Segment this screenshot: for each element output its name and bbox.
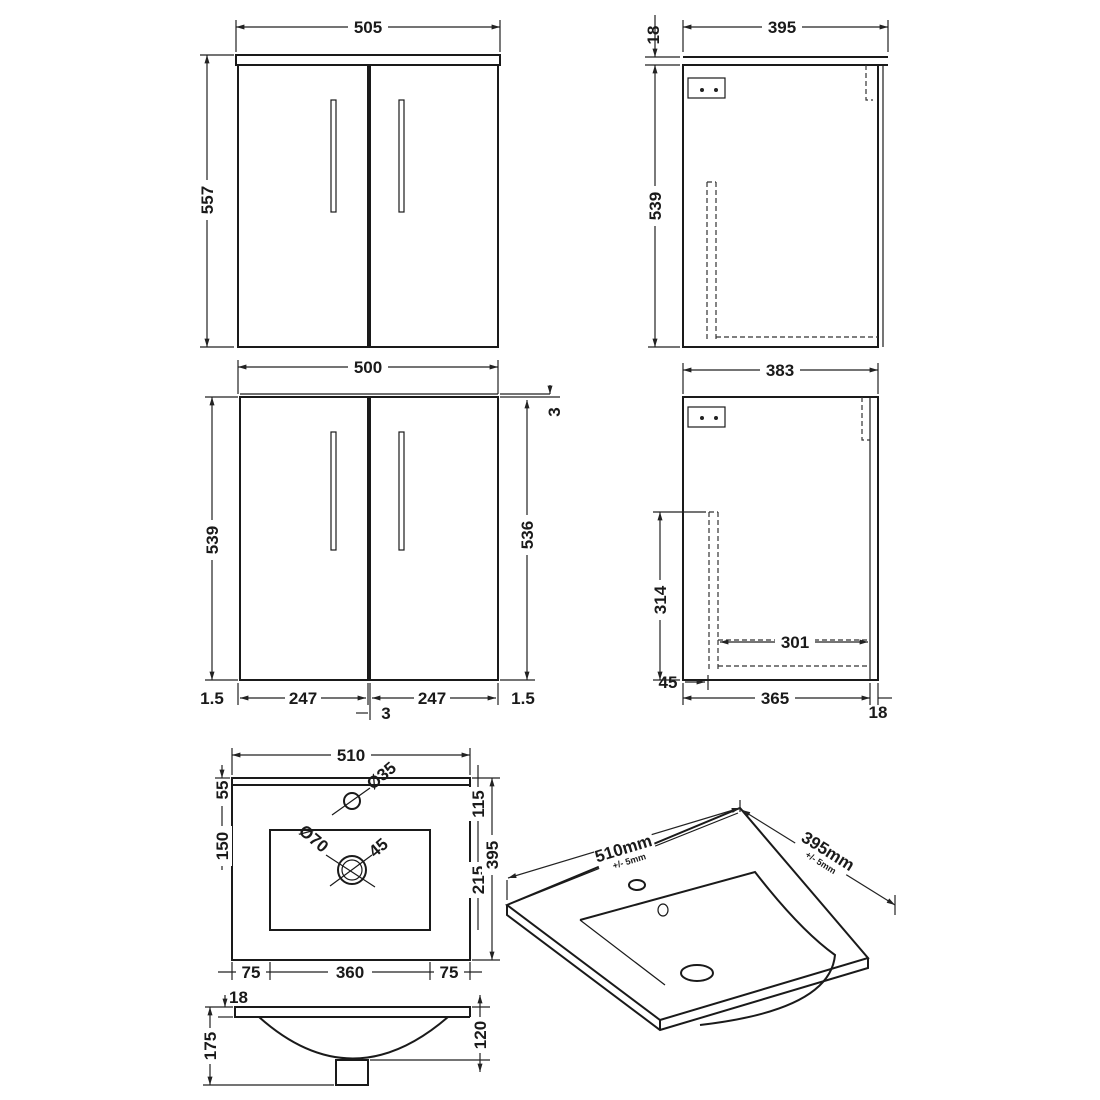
dim-overall-height: 175 xyxy=(201,1032,220,1060)
left-door xyxy=(239,396,369,681)
tap-hole xyxy=(628,879,646,891)
dim-center-gap: 3 xyxy=(381,704,390,723)
dim-depth: 383 xyxy=(766,361,794,380)
waste-outlet xyxy=(335,1059,369,1086)
dim-width: 505 xyxy=(354,18,382,37)
dim-door-left: 247 xyxy=(289,689,317,708)
overflow-hole xyxy=(657,903,669,917)
dim-door-thickness: 18 xyxy=(869,703,888,722)
dim-height: 557 xyxy=(198,186,217,214)
dim-height-left: 539 xyxy=(203,526,222,554)
front-elevation: 500 539 3 536 1.5 247 247 1.5 3 xyxy=(200,357,564,723)
dim-offset: 45 xyxy=(659,673,678,692)
side-elevation: 383 45 314 301 365 18 xyxy=(650,360,892,722)
dim-height-right: 536 xyxy=(518,521,537,549)
waste-outlet xyxy=(337,855,367,885)
dim-top-thickness: 18 xyxy=(644,26,663,45)
wall-bracket xyxy=(687,77,726,99)
basin-section: 18 175 120 xyxy=(200,988,490,1086)
dim-back-to-tap: 55 xyxy=(213,781,232,800)
basin-isometric: 510mm +/- 5mm 395mm +/- 5mm xyxy=(505,800,896,1032)
dim-left-margin: 75 xyxy=(242,963,261,982)
dim-right-gap: 1.5 xyxy=(511,689,535,708)
dim-tap-to-bowl: 115 xyxy=(469,790,488,817)
waste-outlet xyxy=(680,964,714,982)
tap-hole xyxy=(343,792,361,810)
basin-bowl-outline xyxy=(269,829,431,931)
dim-body-depth: 365 xyxy=(761,689,789,708)
door-handle xyxy=(398,99,405,213)
basin-plan: Ø35 Ø70 45 510 55 150 115 215 395 75 360… xyxy=(212,745,502,982)
dim-height-lower: 314 xyxy=(651,585,670,614)
dim-top-gap: 3 xyxy=(545,407,564,416)
side-elevation-with-top: 395 18 539 xyxy=(644,15,889,348)
dim-width: 510 xyxy=(337,746,365,765)
door-handle xyxy=(330,431,337,551)
dim-bowl-width: 360 xyxy=(336,963,364,982)
dim-bowl-height: 120 xyxy=(471,1021,490,1049)
dim-width: 500 xyxy=(354,358,382,377)
dim-waste: Ø70 xyxy=(295,821,332,856)
front-elevation-with-top: 505 557 xyxy=(197,17,501,348)
dim-inner-depth: 301 xyxy=(781,633,809,652)
dim-left-gap: 1.5 xyxy=(200,689,224,708)
right-door xyxy=(369,64,499,348)
dim-door-right: 247 xyxy=(418,689,446,708)
door-handle xyxy=(398,431,405,551)
left-door xyxy=(237,64,369,348)
wall-bracket xyxy=(687,406,726,428)
dim-height: 539 xyxy=(646,192,665,220)
dim-back-to-bowl: 150 xyxy=(213,832,232,860)
dim-overall-depth: 395 xyxy=(483,841,502,869)
right-door xyxy=(369,396,499,681)
dim-depth: 395 xyxy=(768,18,796,37)
dim-right-margin: 75 xyxy=(440,963,459,982)
dim-slab-thickness: 18 xyxy=(229,988,248,1007)
door-handle xyxy=(330,99,337,213)
